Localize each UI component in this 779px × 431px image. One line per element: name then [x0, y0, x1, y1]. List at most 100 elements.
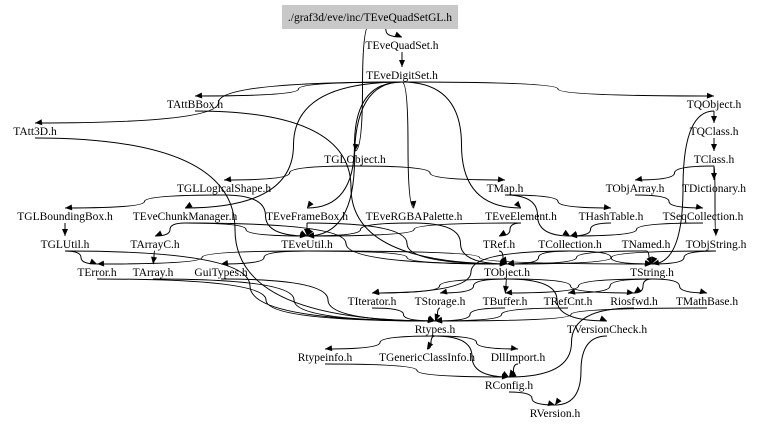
graph-node-tglutil[interactable]: TGLUtil.h	[41, 239, 90, 251]
graph-node-rtypeinfo[interactable]: Rtypeinfo.h	[298, 352, 353, 364]
edge-tglutil-to-terror	[64, 250, 98, 265]
graph-node-dllimport[interactable]: DllImport.h	[491, 352, 546, 364]
edge-tbuffer-to-rtypes	[434, 307, 506, 322]
edge-riosfwd-to-rconfig	[508, 307, 635, 378]
graph-node-tobject[interactable]: TObject.h	[484, 267, 530, 279]
arrowhead-icon	[651, 256, 658, 264]
edge-guitypes-to-rtypes	[220, 278, 436, 322]
node-label: Riosfwd.h	[610, 296, 658, 308]
graph-node-tseqcollection[interactable]: TSeqCollection.h	[663, 211, 744, 223]
graph-node-tevergbapalette[interactable]: TEveRGBAPalette.h	[366, 211, 463, 223]
graph-node-tref[interactable]: TRef.h	[483, 239, 516, 251]
edge-tversioncheck-to-rversion	[554, 335, 608, 406]
graph-node-tversioncheck[interactable]: TVersionCheck.h	[567, 324, 647, 336]
edge-teveutil-to-terror	[96, 250, 308, 265]
arrowhead-icon	[185, 201, 193, 208]
graph-node-teveframebox[interactable]: TEveFrameBox.h	[266, 211, 348, 223]
graph-node-tglboundingbox[interactable]: TGLBoundingBox.h	[17, 211, 113, 223]
edge-tevedigitset-to-teveutil	[306, 81, 403, 237]
graph-node-root[interactable]: ./graf3d/eve/inc/TEveQuadSetGL.h	[282, 5, 458, 29]
edge-tobject-to-riosfwd	[506, 278, 635, 294]
graph-node-tevedigitset[interactable]: TEveDigitSet.h	[366, 70, 438, 82]
graph-node-tatt3d[interactable]: TAtt3D.h	[13, 126, 57, 138]
edge-tcollection-to-titerator	[371, 250, 571, 294]
edge-rtypeinfo-to-rconfig	[324, 363, 510, 378]
node-label: TAttBBox.h	[167, 99, 224, 111]
graph-node-tqobject[interactable]: TQObject.h	[687, 99, 742, 111]
edge-rtypes-to-rconfig	[434, 335, 510, 378]
arrowhead-icon	[427, 316, 435, 323]
graph-node-tevechunkmanager[interactable]: TEveChunkManager.h	[133, 211, 238, 223]
graph-node-tevequadset[interactable]: TEveQuadSet.h	[365, 40, 438, 52]
edge-tevechunkmanager-to-teveutil	[184, 222, 308, 237]
node-label: TString.h	[630, 267, 674, 279]
arrowhead-icon	[507, 260, 515, 267]
graph-node-tnamed[interactable]: TNamed.h	[622, 239, 671, 251]
edge-rtypes-to-dllimport	[434, 335, 519, 350]
graph-node-tmathbase[interactable]: TMathBase.h	[676, 296, 739, 308]
arrowhead-icon	[570, 232, 578, 239]
graph-node-tobjarray[interactable]: TObjArray.h	[606, 183, 665, 195]
graph-node-tclass[interactable]: TClass.h	[694, 154, 735, 166]
arrowhead-icon	[711, 116, 717, 123]
graph-node-tarray[interactable]: TArray.h	[133, 267, 174, 279]
edge-tglobject-to-tmap	[354, 165, 506, 181]
graph-node-tbuffer[interactable]: TBuffer.h	[483, 296, 528, 308]
arrowhead-icon	[440, 288, 448, 295]
graph-node-tmap[interactable]: TMap.h	[487, 183, 524, 195]
graph-node-tstorage[interactable]: TStorage.h	[415, 296, 466, 308]
graph-node-tqclass[interactable]: TQClass.h	[690, 126, 739, 138]
graph-node-tcollection[interactable]: TCollection.h	[538, 239, 602, 251]
graph-node-tgllogicalshape[interactable]: TGLLogicalShape.h	[177, 183, 271, 195]
graph-node-tdictionary[interactable]: TDictionary.h	[682, 183, 746, 195]
edge-rconfig-to-rversion	[508, 391, 556, 406]
arrowhead-icon	[394, 31, 402, 38]
edge-tgllogicalshape-to-tglboundingbox	[64, 194, 225, 209]
graph-node-teveelement[interactable]: TEveElement.h	[485, 211, 557, 223]
edge-terror-to-rtypes	[96, 278, 436, 322]
graph-node-rversion[interactable]: RVersion.h	[530, 408, 581, 420]
graph-node-titerator[interactable]: TIterator.h	[348, 296, 397, 308]
edge-tgllogicalshape-to-teveutil	[223, 194, 308, 237]
node-label: TQObject.h	[687, 99, 742, 111]
arrowhead-icon	[501, 373, 509, 380]
edge-teveframebox-to-tobject	[306, 222, 508, 265]
graph-node-riosfwd[interactable]: Riosfwd.h	[610, 296, 658, 308]
node-label: TEveElement.h	[485, 211, 557, 223]
graph-node-tarrayc[interactable]: TArrayC.h	[130, 239, 179, 251]
graph-node-tattbbox[interactable]: TAttBBox.h	[167, 99, 224, 111]
graph-node-thashtable[interactable]: THashTable.h	[579, 211, 644, 223]
edge-tevedigitset-to-tatt3d	[34, 81, 403, 124]
edge-tglobject-to-tgllogicalshape	[223, 165, 356, 181]
arrowhead-icon	[706, 92, 714, 99]
edge-tglutil-to-rtypes	[64, 250, 436, 322]
node-label: TArrayC.h	[130, 239, 179, 251]
edge-tevedigitset-to-tevergbapalette	[401, 81, 415, 209]
arrowhead-icon	[155, 230, 163, 236]
edge-tnamed-to-tstring	[645, 250, 653, 265]
graph-node-terror[interactable]: TError.h	[77, 267, 117, 279]
node-label: TObjString.h	[686, 239, 747, 251]
graph-node-rtypes[interactable]: Rtypes.h	[415, 324, 456, 336]
graph-node-tgenericclassinfo[interactable]: TGenericClassInfo.h	[379, 352, 475, 364]
arrowhead-icon	[699, 288, 707, 295]
edge-tevechunkmanager-to-tarrayc	[154, 222, 186, 237]
graph-node-tglobject[interactable]: TGLObject.h	[324, 154, 386, 166]
node-label: TGenericClassInfo.h	[379, 352, 475, 364]
arrowhead-icon	[695, 203, 703, 210]
arrowhead-icon	[427, 341, 434, 349]
graph-node-teveutil[interactable]: TEveUtil.h	[281, 239, 333, 251]
graph-node-tstring[interactable]: TString.h	[630, 267, 674, 279]
arrowhead-icon	[497, 176, 505, 183]
edge-teveutil-to-tobject	[306, 250, 508, 265]
graph-node-trefcnt[interactable]: TRefCnt.h	[544, 296, 593, 308]
arrowhead-icon	[435, 317, 443, 324]
graph-node-tobjstring[interactable]: TObjString.h	[686, 239, 747, 251]
node-label: RConfig.h	[485, 380, 533, 392]
graph-node-rconfig[interactable]: RConfig.h	[485, 380, 533, 392]
arrowhead-icon	[62, 229, 68, 236]
edge-tobjstring-to-tstring	[651, 250, 717, 265]
edge-tobject-to-tstorage	[439, 278, 508, 294]
graph-node-guitypes[interactable]: GuiTypes.h	[194, 267, 247, 279]
